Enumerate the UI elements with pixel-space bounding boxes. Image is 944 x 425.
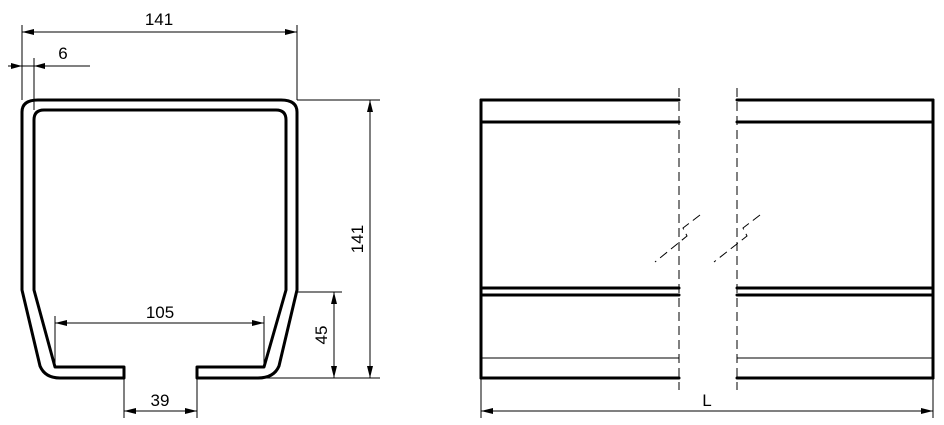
dimension-inner-bottom-width: 105 xyxy=(54,303,265,367)
break-lines xyxy=(654,88,761,390)
dimension-wall-thickness: 6 xyxy=(8,44,90,110)
dimension-label-overall-width: 141 xyxy=(145,10,173,29)
profile-outer-contour xyxy=(20,98,299,380)
dimension-label-wall-thickness: 6 xyxy=(58,44,67,63)
dimension-label-lip-height: 45 xyxy=(312,326,331,345)
dimension-length: L xyxy=(480,378,934,418)
dimension-overall-height: 141 xyxy=(258,99,380,379)
dimension-overall-width: 141 xyxy=(21,10,298,100)
dimension-label-overall-height: 141 xyxy=(348,225,367,253)
dimension-label-slot-width: 39 xyxy=(151,391,170,410)
profile-cross-section xyxy=(20,98,299,380)
dimension-slot-width: 39 xyxy=(123,378,198,418)
dimension-lip-height: 45 xyxy=(297,291,342,378)
dimension-label-length: L xyxy=(702,391,711,410)
dimension-label-inner-bottom-width: 105 xyxy=(146,303,174,322)
rail-side-view xyxy=(479,98,935,380)
